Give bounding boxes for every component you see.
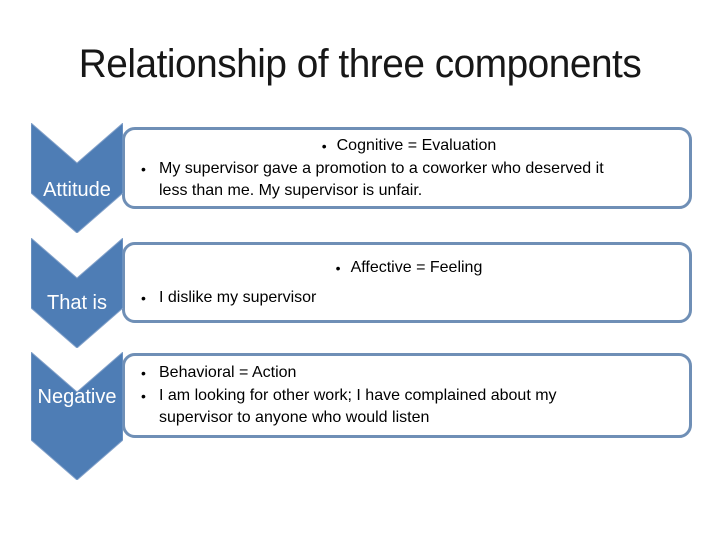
bullet-item: • Affective = Feeling [141, 257, 677, 279]
chevron-attitude: Attitude [31, 123, 123, 233]
chevron-negative: Negative [31, 352, 123, 480]
chevron-label: Attitude [43, 179, 111, 201]
bullet-icon: • [141, 289, 146, 306]
bullet-text: Affective = Feeling [350, 258, 483, 276]
content-box-behavioral: • Behavioral = Action • I am looking for… [122, 353, 692, 438]
chevron-down-arrow-icon [31, 123, 123, 233]
bullet-item: • Cognitive = Evaluation [141, 135, 677, 157]
bullet-item: • My supervisor gave a promotion to a co… [141, 158, 677, 202]
bullet-item: • I dislike my supervisor [141, 287, 677, 309]
bullet-icon: • [141, 160, 146, 177]
slide-title: Relationship of three components [78, 42, 642, 86]
bullet-icon: • [321, 137, 327, 154]
bullet-text: Behavioral = Action [159, 364, 297, 381]
chevron-that-is: That is [31, 238, 123, 348]
bullet-text: Cognitive = Evaluation [336, 136, 497, 154]
bullet-icon: • [335, 259, 341, 276]
chevron-down-arrow-icon [31, 238, 123, 348]
bullet-icon: • [141, 365, 146, 381]
bullet-icon: • [141, 388, 146, 404]
chevron-down-arrow-icon [31, 352, 123, 480]
content-box-cognitive: • Cognitive = Evaluation • My supervisor… [122, 127, 692, 209]
bullet-text: My supervisor gave a promotion to a cowo… [159, 159, 604, 199]
bullet-item: • Behavioral = Action [141, 362, 677, 384]
bullet-text: I am looking for other work; I have comp… [159, 387, 557, 426]
content-box-affective: • Affective = Feeling • I dislike my sup… [122, 242, 692, 323]
bullet-text: I dislike my supervisor [159, 288, 317, 306]
chevron-label: Negative [37, 386, 117, 408]
bullet-item: • I am looking for other work; I have co… [141, 385, 677, 429]
chevron-label: That is [46, 292, 108, 314]
